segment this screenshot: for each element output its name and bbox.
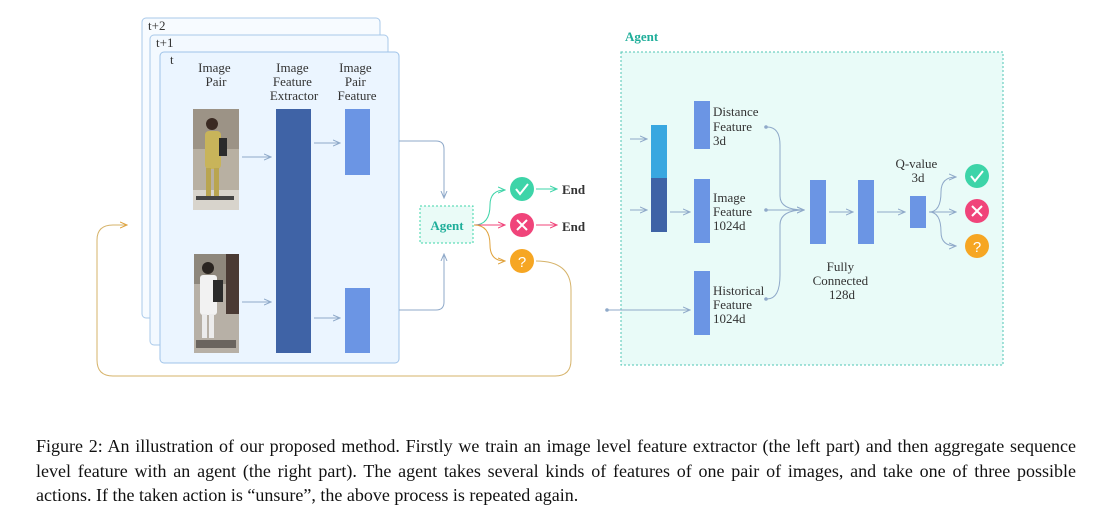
state-bar-top	[651, 125, 667, 178]
state-bar-bottom	[651, 178, 667, 232]
question-icon	[510, 249, 534, 273]
method-diagram: t+2 t+1 t Image Pair Image Feature Extra…	[96, 17, 1004, 377]
historical-feature-bar	[694, 271, 710, 335]
figure-caption: Figure 2: An illustration of our propose…	[36, 436, 1076, 505]
q-question-icon	[965, 234, 989, 258]
image-feature-label: Image Feature 1024d	[713, 190, 755, 233]
agent-arrows	[606, 126, 956, 310]
action-branches	[473, 190, 505, 261]
end-label-1: End	[562, 182, 586, 197]
fc-bar-2	[858, 180, 874, 244]
q-value-label: Q-value 3d	[895, 156, 940, 185]
left-arrows	[242, 141, 444, 318]
distance-feature-label: Distance Feature 3d	[713, 104, 762, 148]
feature-extractor-bar	[276, 109, 311, 353]
q-check-icon	[965, 164, 989, 188]
loop-back-arrow	[96, 225, 572, 377]
fully-connected-label: Fully Connected 128d	[813, 259, 872, 302]
header-image-pair: Image Pair	[198, 60, 234, 89]
header-feature-extractor: Image Feature Extractor	[270, 60, 319, 103]
pair-feature-bar-2	[345, 288, 370, 353]
agent-box	[419, 205, 474, 244]
end-label-2: End	[562, 219, 586, 234]
historical-feature-label: Historical Feature 1024d	[713, 283, 768, 326]
frame-t2-label: t+2	[148, 18, 165, 33]
pair-feature-bar-1	[345, 109, 370, 175]
distance-feature-bar	[694, 101, 710, 149]
q-value-bar	[910, 196, 926, 228]
question-glyph: ?	[518, 254, 526, 271]
image-feature-bar	[694, 179, 710, 243]
frame-t1-label: t+1	[156, 35, 173, 50]
agent-box-label: Agent	[430, 218, 464, 233]
fc-bar-1	[810, 180, 826, 244]
frame-t-label: t	[170, 52, 174, 67]
person-image-2	[194, 254, 239, 353]
check-icon	[510, 177, 534, 201]
header-pair-feature: Image Pair Feature	[338, 60, 377, 103]
agent-panel-title: Agent	[625, 29, 659, 44]
person-image-1	[193, 109, 239, 210]
q-question-glyph: ?	[973, 239, 981, 256]
connector-dots	[605, 125, 768, 312]
